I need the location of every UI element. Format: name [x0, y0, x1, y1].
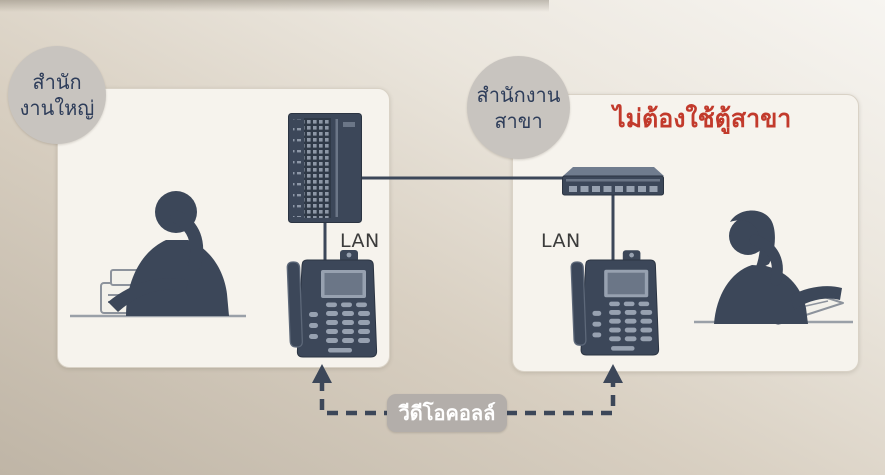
network-switch-icon: [562, 166, 664, 196]
head-office-badge-line1: สำนัก: [32, 70, 82, 94]
lan-label-left: LAN: [340, 230, 380, 252]
branch-office-badge-line1: สำนักงาน: [476, 82, 561, 107]
page-edge-shadow: [0, 0, 549, 12]
head-office-badge-line2: งานใหญ่: [19, 96, 95, 120]
person-on-phone-icon: [92, 182, 242, 316]
pbx-server-icon: [288, 113, 362, 223]
lan-label-right: LAN: [541, 230, 581, 252]
branch-office-badge-line2: สาขา: [494, 108, 543, 133]
ip-videophone-icon: [570, 250, 660, 356]
video-call-dashed-link-right: [506, 380, 616, 416]
video-call-dashed-link-left: [319, 380, 388, 416]
branch-office-panel: [512, 94, 859, 372]
person-on-phone-icon: [688, 208, 848, 324]
head-office-badge: สำนัก งานใหญ่: [8, 46, 106, 144]
arrow-up-left-icon: [312, 364, 332, 383]
arrow-up-right-icon: [603, 364, 623, 383]
branch-office-badge: สำนักงาน สาขา: [467, 56, 570, 159]
no-pbx-note: ไม่ต้องใช้ตู้สาขา: [613, 104, 792, 133]
video-call-label: วีดีโอคอลล์: [387, 394, 507, 432]
ip-videophone-icon: [286, 250, 378, 358]
